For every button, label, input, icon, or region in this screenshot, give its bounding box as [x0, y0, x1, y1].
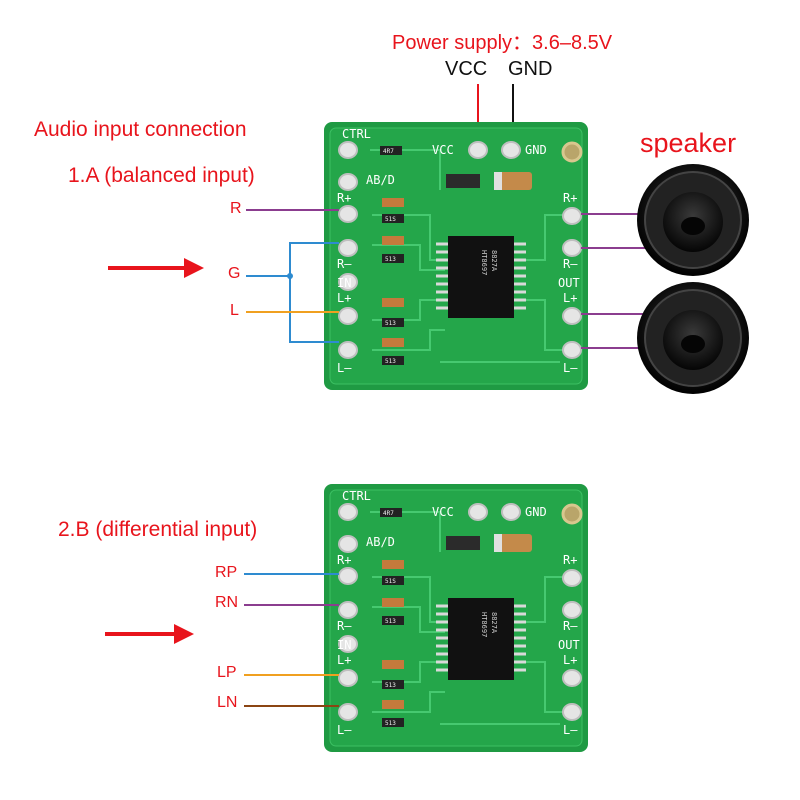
section-a-subtitle: 1.A (balanced input)	[68, 164, 255, 187]
speaker-label: speaker	[640, 128, 737, 158]
speaker-bottom-icon	[637, 282, 749, 394]
board-b-res-code-5: 513	[385, 720, 396, 727]
board-b-res-code-2: 51S	[385, 578, 396, 585]
board-a-rplus-left: R+	[337, 191, 351, 205]
board-b-out: OUT	[558, 638, 580, 652]
board-b-res-code-3: 513	[385, 618, 396, 625]
board-a-out: OUT	[558, 276, 580, 290]
board-b-lminus-right: L–	[563, 723, 578, 737]
board-b-lplus-right: L+	[563, 653, 577, 667]
input-label-l: L	[230, 302, 239, 319]
section-a-title: Audio input connection	[34, 118, 247, 141]
gnd-label: GND	[508, 58, 553, 80]
section-b-title: 2.B (differential input)	[58, 518, 258, 541]
board-b-in: IN	[337, 638, 351, 652]
board-b-ctrl: CTRL	[342, 489, 371, 503]
board-a-rminus-left: R–	[337, 257, 352, 271]
board-a-vcc: VCC	[432, 143, 454, 157]
board-b-rminus-right: R–	[563, 619, 578, 633]
arrow-b-icon	[105, 624, 194, 644]
input-label-g: G	[228, 265, 241, 282]
board-b-res-code-4: 513	[385, 682, 396, 689]
amplifier-board-b: CTRL VCC GND AB/D R+ R– IN L+ L– R+ R– O…	[324, 484, 588, 752]
input-label-r: R	[230, 200, 242, 217]
board-a-lplus-right: L+	[563, 291, 577, 305]
arrow-a-icon	[108, 258, 204, 278]
board-a-in: IN	[337, 276, 351, 290]
speaker-top-icon	[637, 164, 749, 276]
board-a-chip-line1: HT8697	[480, 250, 488, 275]
board-a-res-code-5: 513	[385, 358, 396, 365]
board-b-lminus-left: L–	[337, 723, 352, 737]
board-b-res-code-1: 4R7	[383, 510, 394, 517]
board-b-vcc: VCC	[432, 505, 454, 519]
wire-a-g	[246, 242, 339, 343]
board-a-abd: AB/D	[366, 173, 395, 187]
board-a-res-code-1: 4R7	[383, 148, 394, 155]
board-a-lminus-left: L–	[337, 361, 352, 375]
power-supply-label: Power supply：3.6–8.5V	[392, 32, 613, 54]
board-a-lminus-right: L–	[563, 361, 578, 375]
board-b-rplus-right: R+	[563, 553, 577, 567]
board-a-rplus-right: R+	[563, 191, 577, 205]
board-b-abd: AB/D	[366, 535, 395, 549]
amplifier-board-a: CTRL VCC GND AB/D R+ R– IN L+ L– R+ R– O…	[324, 122, 588, 390]
board-a-res-code-3: 513	[385, 256, 396, 263]
board-b-gnd: GND	[525, 505, 547, 519]
vcc-label: VCC	[445, 58, 488, 80]
board-a-lplus-left: L+	[337, 291, 351, 305]
board-b-chip-line2: 8827A	[490, 612, 498, 634]
input-label-lp: LP	[217, 664, 237, 681]
board-a-res-code-2: 51S	[385, 216, 396, 223]
board-a-gnd: GND	[525, 143, 547, 157]
input-label-rp: RP	[215, 564, 238, 581]
board-a-ctrl: CTRL	[342, 127, 371, 141]
input-label-rn: RN	[215, 594, 239, 611]
board-a-chip-line2: 8827A	[490, 250, 498, 272]
input-label-ln: LN	[217, 694, 238, 711]
board-a-res-code-4: 513	[385, 320, 396, 327]
board-a-rminus-right: R–	[563, 257, 578, 271]
board-b-rminus-left: R–	[337, 619, 352, 633]
board-b-chip-line1: HT8697	[480, 612, 488, 637]
board-b-rplus-left: R+	[337, 553, 351, 567]
speaker-wires	[581, 213, 648, 349]
board-b-lplus-left: L+	[337, 653, 351, 667]
